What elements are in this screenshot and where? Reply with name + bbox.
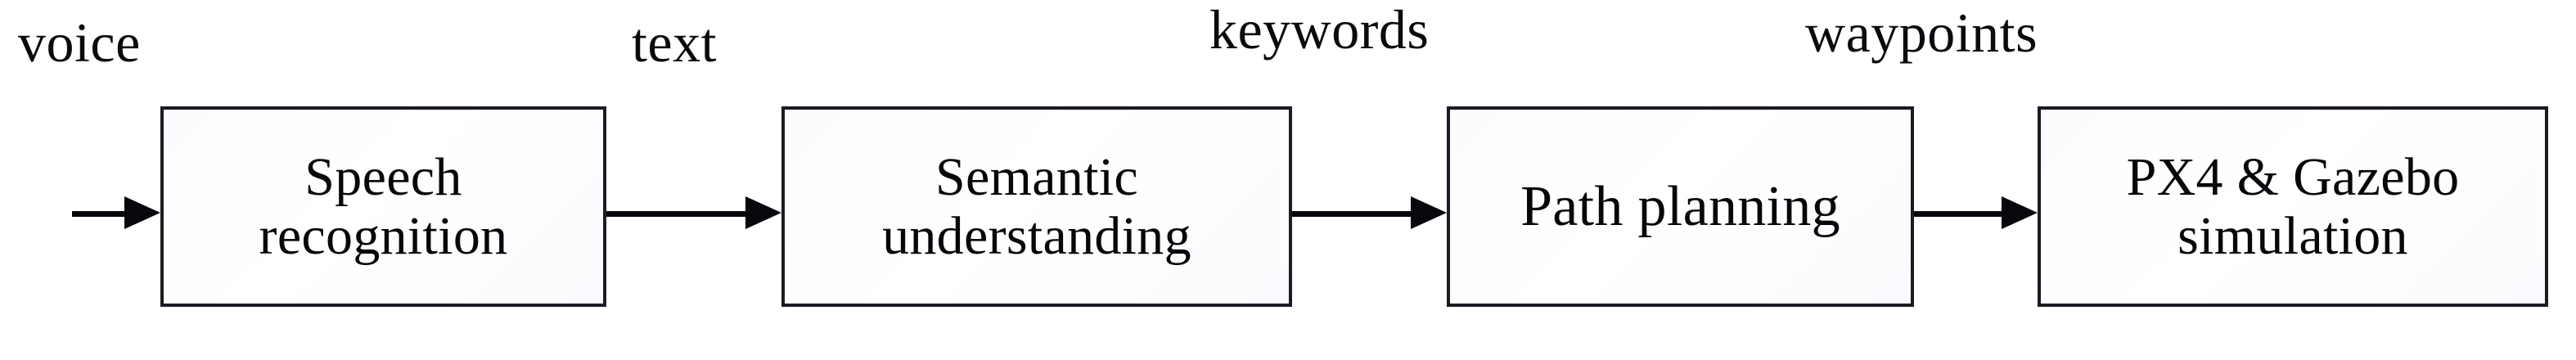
block-label-path-planning: Path planning — [1520, 174, 1840, 238]
arrow-shaft — [1914, 211, 2002, 217]
block-semantic-understanding: Semantic understanding — [781, 106, 1292, 307]
block-label-px4-gazebo-simulation: PX4 & Gazebo simulation — [2126, 147, 2460, 266]
block-label-semantic-understanding: Semantic understanding — [882, 147, 1191, 266]
arrow-head-icon — [1411, 196, 1447, 229]
arrow-head-icon — [2002, 196, 2038, 229]
arrow-path-planning-to-px4-gazebo-simulation — [1914, 196, 2038, 229]
arrow-input-to-speech-recognition — [72, 196, 160, 229]
edge-label-text: text — [632, 11, 717, 74]
arrow-head-icon — [124, 196, 160, 229]
block-speech-recognition: Speech recognition — [160, 106, 606, 307]
block-label-speech-recognition: Speech recognition — [259, 147, 508, 266]
block-path-planning: Path planning — [1447, 106, 1914, 307]
arrow-semantic-understanding-to-path-planning — [1292, 196, 1447, 229]
arrow-shaft — [1292, 211, 1411, 217]
arrow-speech-recognition-to-semantic-understanding — [606, 196, 781, 229]
edge-label-voice: voice — [18, 11, 141, 74]
arrow-head-icon — [745, 196, 781, 229]
edge-label-waypoints: waypoints — [1805, 2, 2038, 64]
block-px4-gazebo-simulation: PX4 & Gazebo simulation — [2038, 106, 2548, 307]
edge-label-keywords: keywords — [1209, 0, 1430, 61]
arrow-shaft — [72, 211, 124, 217]
arrow-shaft — [606, 211, 745, 217]
